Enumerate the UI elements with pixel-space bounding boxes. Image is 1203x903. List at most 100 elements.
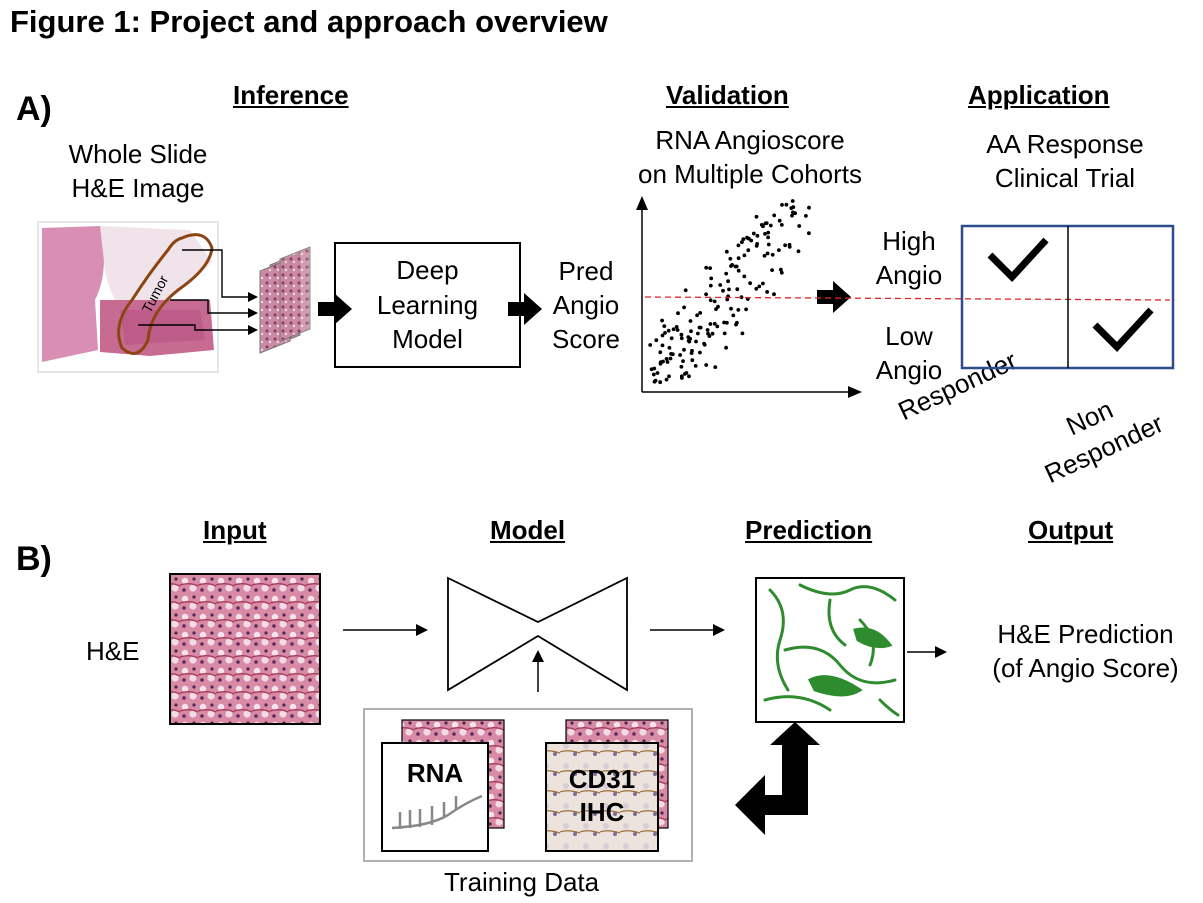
scatter-point <box>682 347 686 352</box>
scatter-point <box>715 324 720 329</box>
scatter-point <box>741 237 746 242</box>
scatter-point <box>689 351 694 355</box>
model-box-line-3: Model <box>392 324 463 355</box>
scatter-point <box>790 213 794 218</box>
scatter-point <box>766 230 771 235</box>
scatter-point <box>779 223 784 227</box>
scatter-point <box>668 356 673 361</box>
output-text-line-2: (of Angio Score) <box>992 652 1179 683</box>
scatter-point <box>729 306 733 311</box>
scatter-point <box>754 286 759 291</box>
scatter-point <box>674 325 679 329</box>
pred-line-3: Score <box>552 323 620 354</box>
model-box-line-2: Learning <box>376 289 479 320</box>
scatter-point <box>765 290 769 294</box>
scatter-point <box>722 320 726 325</box>
scatter-point <box>708 322 713 326</box>
scatter-point <box>742 253 747 258</box>
scatter-point <box>779 270 784 275</box>
scatter-point <box>678 353 682 357</box>
feedback-arrow-icon <box>735 722 820 835</box>
slide-caption-line-1: Whole Slide <box>68 139 208 169</box>
validation-heading: Validation <box>666 80 789 110</box>
scatter-point <box>660 318 664 323</box>
scatter-point <box>712 299 717 304</box>
checkmark-icon <box>1092 307 1154 353</box>
scatter-point <box>718 283 723 287</box>
scatter-point <box>697 325 702 330</box>
y-axis-arrowhead <box>636 196 648 210</box>
encoder-decoder-model-icon <box>447 576 628 692</box>
scatter-point <box>765 251 770 256</box>
tumor-outline <box>117 233 214 355</box>
scatter-point <box>772 213 777 218</box>
inference-heading: Inference <box>233 80 349 110</box>
pred-line-1: Pred <box>558 256 614 286</box>
panel-a-label: A) <box>16 90 52 128</box>
scatter-point <box>784 202 789 207</box>
ihc-label-line-2: IHC <box>579 796 625 827</box>
scatter-point <box>713 365 718 369</box>
scatter-point <box>694 339 698 344</box>
scatter-point <box>736 243 741 248</box>
arrow-model-to-score <box>508 293 542 325</box>
scatter-point <box>772 292 776 297</box>
scatter-point <box>653 378 658 383</box>
pred-line-2: Angio <box>552 289 620 320</box>
validation-caption-line-2: on Multiple Cohorts <box>638 158 862 189</box>
x-axis-arrowhead <box>848 386 862 398</box>
scatter-point <box>695 313 699 318</box>
application-heading: Application <box>968 80 1110 110</box>
scatter-point <box>658 380 663 385</box>
scatter-point <box>651 372 656 377</box>
scatter-point <box>663 331 667 335</box>
ihc-label: CD31 IHC <box>546 763 658 828</box>
ihc-label-line-1: CD31 <box>568 764 636 794</box>
scatter-point <box>724 271 729 276</box>
scatter-point <box>734 322 738 327</box>
scatter-point <box>710 331 715 336</box>
scatter-point <box>705 328 710 332</box>
scatter-point <box>708 283 713 288</box>
scatter-point <box>804 214 808 218</box>
scatter-point <box>658 361 663 366</box>
scatter-point <box>770 252 775 257</box>
low-angio-line-1: Low <box>885 321 933 351</box>
scatter-point <box>687 374 691 379</box>
scatter-point <box>724 345 728 350</box>
scatter-point <box>698 350 702 355</box>
scatter-point <box>689 329 693 334</box>
scatter-point <box>736 256 741 261</box>
panel-b-label: B) <box>16 540 52 578</box>
scatter-point <box>797 224 802 228</box>
scatter-point <box>666 328 671 333</box>
scatter-point <box>807 231 811 236</box>
validation-caption: RNA Angioscore on Multiple Cohorts <box>610 124 890 192</box>
scatter-point <box>766 235 770 240</box>
scatter-point <box>726 279 730 284</box>
high-angio-line-1: High <box>882 226 936 256</box>
scatter-point <box>759 223 764 227</box>
training-data-box <box>363 708 693 862</box>
training-data-caption: Training Data <box>444 867 600 897</box>
scatter-point <box>762 253 767 258</box>
scatter-point <box>693 364 698 368</box>
scatter-point <box>690 358 695 363</box>
threshold-line <box>644 296 1171 301</box>
scatter-point <box>736 268 741 273</box>
deep-learning-model-box: Deep Learning Model <box>334 242 521 368</box>
scatter-point <box>704 292 708 297</box>
scatter-point <box>730 263 734 267</box>
scatter-point <box>755 233 760 238</box>
scatter-point <box>736 308 741 312</box>
scatter-point <box>721 288 725 293</box>
scatter-point <box>704 363 709 367</box>
scatter-point <box>763 232 767 236</box>
scatter-point <box>761 281 765 286</box>
application-caption-line-1: AA Response <box>986 129 1144 159</box>
scatter-point <box>688 319 693 323</box>
scatter-point <box>655 371 660 375</box>
scatter-point <box>696 331 700 336</box>
scatter-point <box>669 336 674 341</box>
arrow-tiles-to-model <box>318 293 352 325</box>
